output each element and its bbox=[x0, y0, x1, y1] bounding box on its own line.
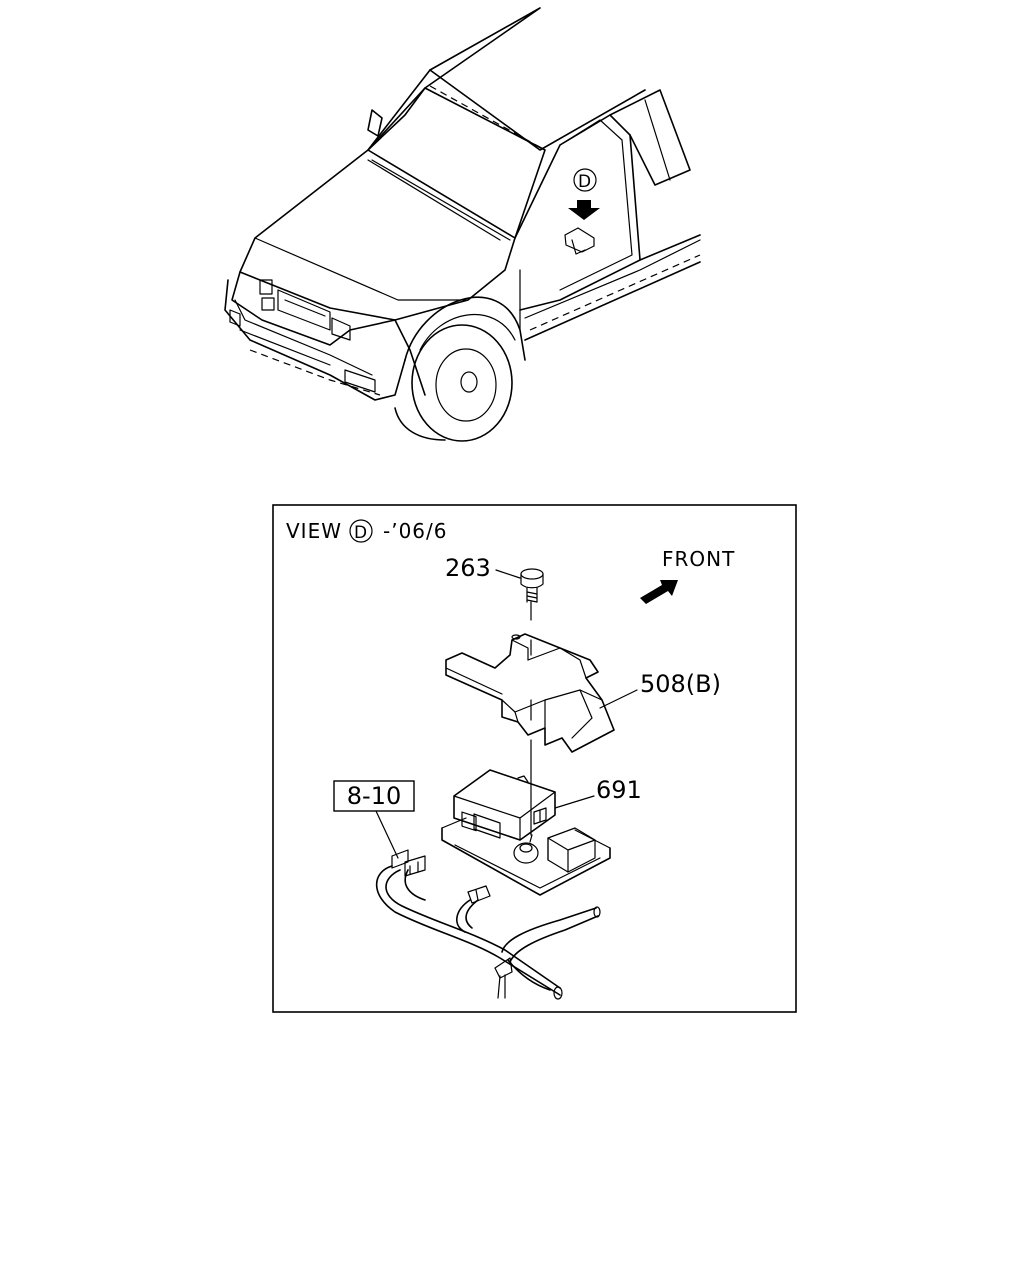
front-label: FRONT bbox=[662, 547, 735, 571]
bolt-part bbox=[520, 568, 544, 603]
arrow-down-icon bbox=[568, 200, 600, 220]
truck-illustration: D bbox=[224, 7, 701, 442]
view-frame bbox=[272, 504, 797, 1013]
module-part bbox=[441, 769, 611, 896]
callout-691: 691 bbox=[596, 776, 642, 804]
wire-harness-part bbox=[375, 849, 601, 1000]
callout-8-10: 8-10 bbox=[347, 782, 401, 810]
view-marker: D bbox=[354, 523, 368, 543]
view-label: VIEW bbox=[286, 519, 342, 543]
callout-508b: 508(B) bbox=[640, 670, 721, 698]
bracket-part bbox=[445, 633, 615, 753]
truck-view-marker: D bbox=[578, 172, 592, 192]
view-suffix: -’06/6 bbox=[383, 519, 448, 543]
callout-263: 263 bbox=[445, 554, 491, 582]
callout-8-10-box bbox=[333, 780, 415, 812]
view-d-circle-icon bbox=[349, 519, 373, 543]
front-arrow-icon bbox=[640, 580, 678, 604]
view-d-marker-icon bbox=[573, 168, 597, 192]
